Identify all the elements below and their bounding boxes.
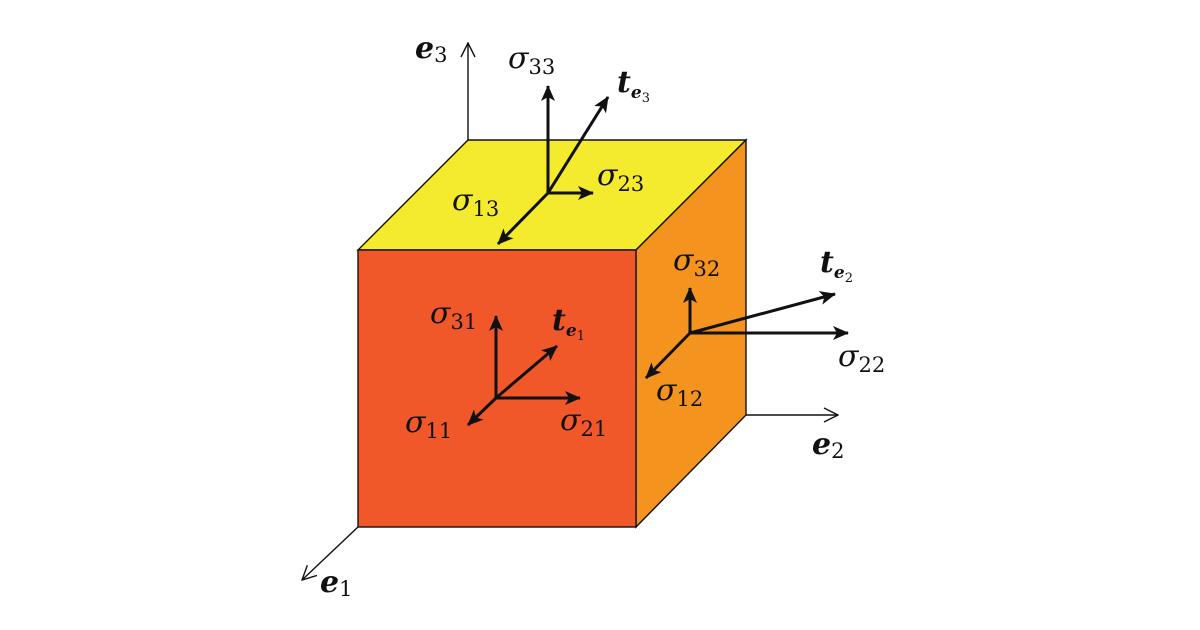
label-sigma31: σ31: [430, 296, 477, 334]
label-t-e3: te3: [617, 65, 650, 106]
arrow-sigma12: [644, 331, 692, 380]
arrow-t-e3: [546, 96, 610, 194]
arrow-t-e2: [689, 291, 836, 335]
label-sigma13: σ13: [452, 183, 499, 221]
label-sigma22: σ22: [838, 339, 885, 377]
label-t-e1: te1: [552, 303, 585, 344]
label-sigma32: σ32: [673, 243, 720, 281]
arrow-sigma13: [496, 191, 550, 246]
label-t-e2: te2: [820, 245, 853, 286]
label-sigma33: σ33: [508, 41, 555, 79]
arrow-sigma11: [466, 396, 498, 427]
label-sigma21: σ21: [560, 403, 607, 441]
label-sigma11: σ11: [405, 405, 452, 443]
label-sigma12: σ12: [656, 373, 703, 411]
arrow-t-e1: [495, 344, 558, 400]
side-face-vectors: [644, 287, 849, 380]
label-sigma23: σ23: [597, 158, 644, 196]
axis-label-e2: e2: [812, 427, 844, 463]
axis-label-e1: e1: [320, 565, 352, 601]
axis-e1-line: [302, 526, 359, 580]
axis-label-e3: e3: [415, 31, 447, 67]
top-face-vectors: [496, 85, 610, 246]
front-face-vectors: [466, 315, 581, 427]
